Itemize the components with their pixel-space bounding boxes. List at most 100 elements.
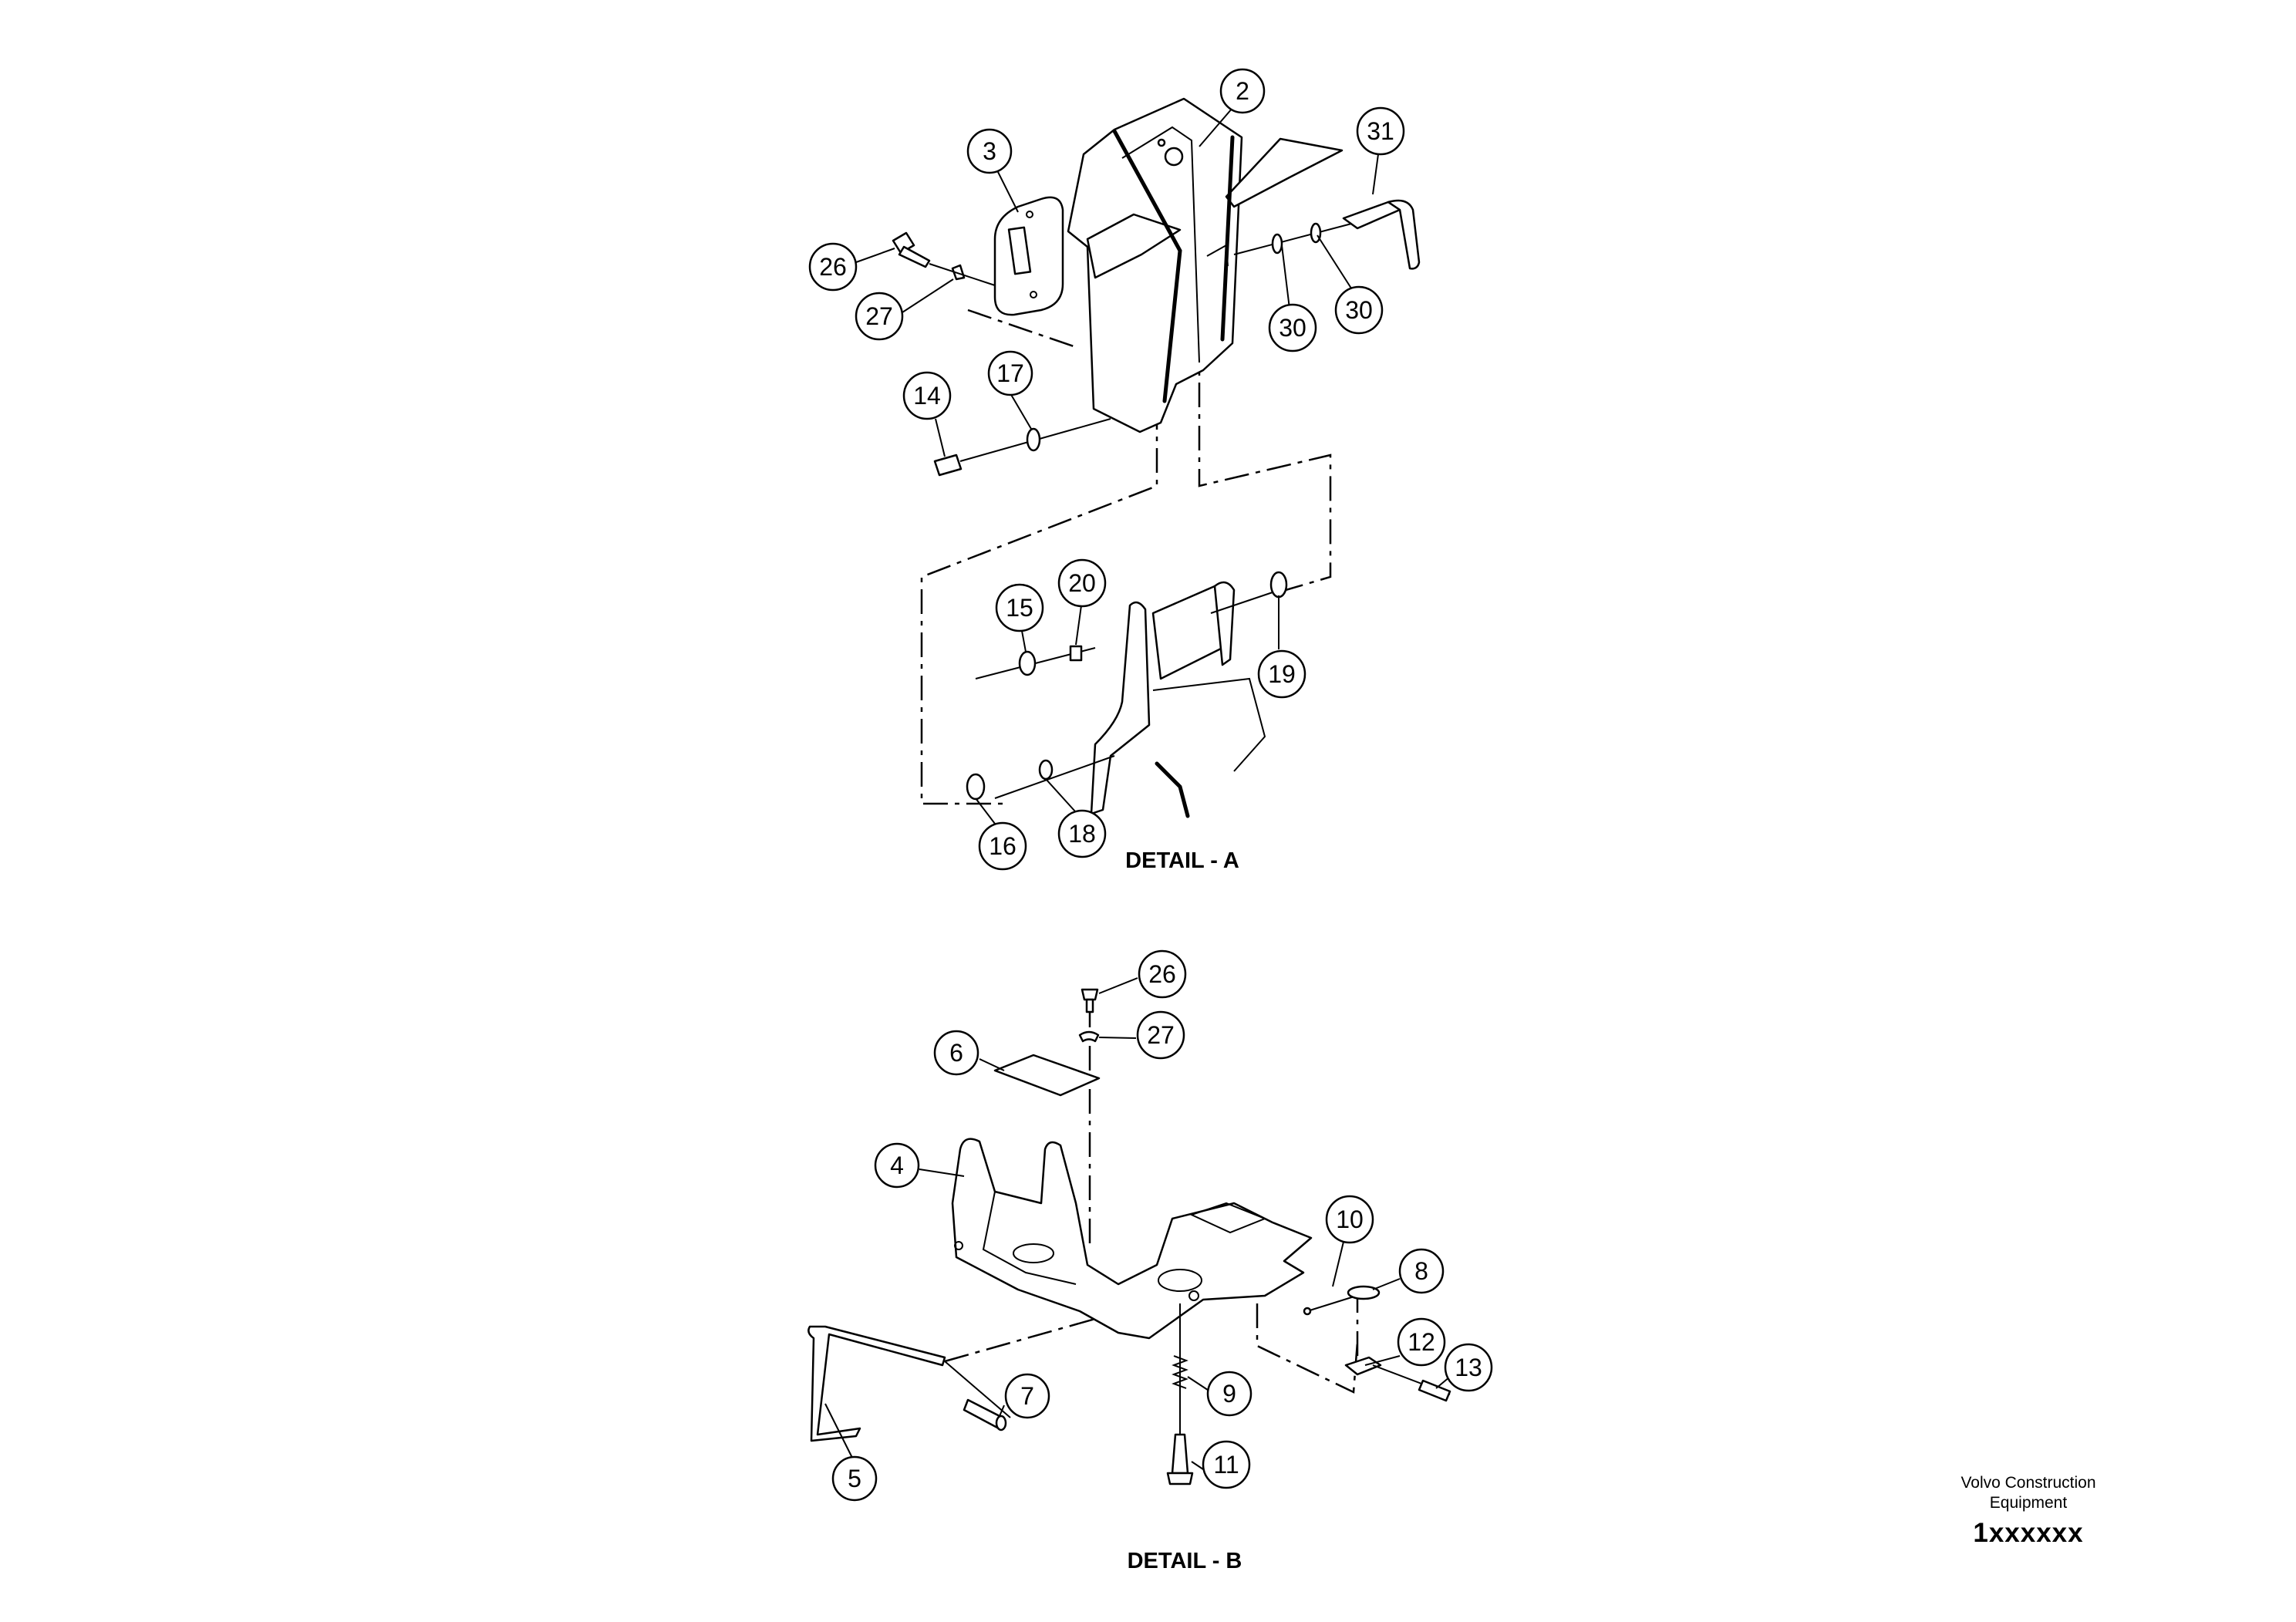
spring-part bbox=[1172, 1355, 1188, 1389]
callout-label: 4 bbox=[890, 1152, 904, 1179]
base-frame-hole bbox=[954, 1241, 963, 1250]
callout-label: 27 bbox=[865, 302, 893, 330]
base-frame-hole bbox=[1013, 1243, 1054, 1263]
leader-line bbox=[935, 418, 946, 457]
leader-line bbox=[1364, 1355, 1401, 1366]
callout-label: 19 bbox=[1268, 660, 1296, 688]
washer-part bbox=[1310, 222, 1322, 244]
callout-14: 14 bbox=[902, 371, 952, 420]
detail-b-assembly-line bbox=[1256, 1303, 1359, 1394]
base-frame-hole bbox=[1188, 1290, 1199, 1301]
leader-line bbox=[1191, 1461, 1204, 1470]
washer-part bbox=[966, 773, 986, 801]
callout-19: 19 bbox=[1257, 649, 1306, 699]
bolt-axis bbox=[929, 263, 996, 286]
pedal-frame-part bbox=[1151, 585, 1224, 680]
detail-a-assembly bbox=[892, 97, 1421, 818]
callout-label: 9 bbox=[1222, 1380, 1236, 1408]
pedal-frame-edge bbox=[1155, 761, 1190, 818]
detail-a-assembly-line bbox=[967, 309, 1077, 349]
leader-line bbox=[919, 1168, 965, 1177]
lock-washer-part bbox=[1078, 1030, 1100, 1043]
callout-label: 3 bbox=[983, 137, 996, 165]
callout-9: 9 bbox=[1206, 1371, 1253, 1417]
lock-washer-part bbox=[951, 264, 966, 281]
callout-label: 11 bbox=[1213, 1451, 1239, 1479]
callout-5: 5 bbox=[831, 1455, 878, 1502]
base-frame-hole bbox=[1158, 1269, 1202, 1292]
callout-10: 10 bbox=[1325, 1195, 1374, 1244]
callout-label: 30 bbox=[1345, 296, 1373, 324]
pedal-frame-part bbox=[1213, 581, 1236, 666]
spacer-part bbox=[1069, 645, 1083, 662]
detail-b-assembly-line bbox=[944, 1317, 1096, 1363]
pedal-bracket-flange bbox=[1086, 213, 1182, 279]
bolt-part bbox=[1081, 988, 1099, 1001]
spring-bolt-part bbox=[1166, 1472, 1194, 1485]
company-name: Volvo Construction Equipment bbox=[1920, 1473, 2136, 1513]
handle-axis bbox=[1233, 221, 1358, 255]
callout-30: 30 bbox=[1334, 285, 1384, 335]
callout-label: 6 bbox=[949, 1039, 963, 1067]
frame-axis bbox=[994, 755, 1115, 799]
callout-label: 31 bbox=[1367, 117, 1394, 145]
leader-line bbox=[1199, 107, 1233, 147]
leader-line bbox=[999, 1404, 1005, 1417]
washer-part bbox=[1271, 233, 1283, 255]
pedal-bracket-edge bbox=[1112, 129, 1182, 403]
leader-line bbox=[1098, 1037, 1137, 1039]
gasket-slot bbox=[1007, 226, 1032, 275]
leader-line bbox=[1045, 778, 1076, 812]
base-frame-edge bbox=[982, 1191, 1077, 1285]
callout-2: 2 bbox=[1219, 68, 1266, 114]
spring-bolt-part bbox=[1171, 1433, 1189, 1475]
company-name-line: Equipment bbox=[1989, 1494, 2068, 1512]
detail-b-caption: DETAIL - B bbox=[1128, 1549, 1242, 1573]
callout-15: 15 bbox=[995, 583, 1044, 632]
callout-8: 8 bbox=[1398, 1248, 1445, 1294]
callout-label: 30 bbox=[1279, 314, 1306, 342]
callout-label: 17 bbox=[996, 359, 1024, 387]
leader-line bbox=[1332, 1241, 1344, 1287]
callout-label: 20 bbox=[1068, 569, 1096, 597]
callout-4: 4 bbox=[874, 1142, 920, 1189]
leader-line bbox=[1075, 605, 1082, 646]
callout-label: 12 bbox=[1408, 1328, 1435, 1356]
callout-26: 26 bbox=[1138, 949, 1187, 999]
cover-plate-part bbox=[993, 1054, 1101, 1097]
washer-part bbox=[1269, 571, 1288, 599]
pin-part bbox=[995, 1415, 1007, 1431]
callout-label: 8 bbox=[1414, 1257, 1428, 1285]
pedal-bracket-flange bbox=[1225, 137, 1344, 208]
pedal-frame-part bbox=[1090, 601, 1151, 815]
callout-31: 31 bbox=[1356, 106, 1405, 156]
leader-line bbox=[975, 798, 996, 824]
gasket-hole bbox=[1026, 211, 1033, 218]
gasket-hole bbox=[1030, 291, 1037, 298]
bolt-part bbox=[892, 231, 915, 255]
leader-line bbox=[824, 1403, 857, 1466]
clip-pin-part bbox=[1303, 1307, 1312, 1316]
callout-label: 18 bbox=[1068, 820, 1096, 848]
callout-27: 27 bbox=[1136, 1010, 1185, 1060]
leader-line bbox=[1317, 234, 1355, 294]
clamp-handle-part bbox=[1342, 201, 1401, 230]
leader-line bbox=[994, 165, 1019, 213]
callout-11: 11 bbox=[1202, 1440, 1251, 1489]
callout-label: 7 bbox=[1020, 1382, 1034, 1410]
callout-label: 16 bbox=[989, 832, 1017, 860]
washer-part bbox=[1026, 427, 1041, 452]
drawing-number: 1xxxxxx bbox=[1973, 1518, 2084, 1548]
pedal-frame-edge bbox=[1152, 677, 1266, 772]
callout-30: 30 bbox=[1268, 303, 1317, 352]
frame-axis bbox=[1210, 592, 1273, 614]
callout-27: 27 bbox=[855, 292, 904, 341]
base-frame-part bbox=[951, 1138, 1313, 1340]
callout-16: 16 bbox=[978, 821, 1027, 871]
pedal-rod-part bbox=[807, 1325, 946, 1442]
callout-label: 26 bbox=[819, 253, 847, 281]
detail-a-assembly-line bbox=[1198, 339, 1332, 595]
pedal-bracket-edge bbox=[1220, 135, 1235, 342]
bolt-part bbox=[898, 245, 931, 268]
